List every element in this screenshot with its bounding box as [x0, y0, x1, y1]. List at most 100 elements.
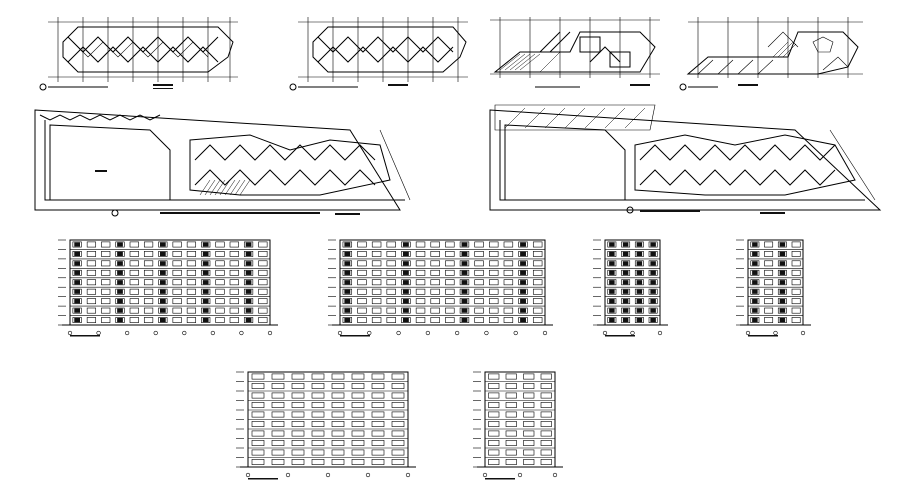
window	[72, 307, 82, 314]
window-shade	[650, 308, 656, 313]
window	[489, 241, 499, 248]
window	[391, 383, 405, 389]
window-shade	[520, 270, 526, 275]
zigzag-rooms	[67, 36, 219, 63]
grid-bubble	[367, 330, 372, 336]
window	[648, 269, 658, 276]
window-shade	[752, 289, 758, 294]
window	[474, 251, 484, 257]
window-shade	[752, 242, 758, 247]
window-shade	[752, 261, 758, 266]
window	[201, 317, 211, 323]
window	[331, 373, 345, 380]
window-shade	[609, 270, 615, 275]
window-shade	[622, 270, 629, 275]
north-arrow	[111, 209, 119, 217]
window	[351, 383, 365, 389]
window	[791, 298, 801, 305]
window-shade	[636, 251, 643, 257]
window	[430, 269, 440, 276]
window	[634, 298, 644, 305]
window	[129, 317, 139, 323]
window	[386, 288, 396, 295]
window-shade	[117, 242, 123, 247]
window	[386, 269, 396, 276]
window-shade	[160, 270, 166, 275]
window	[488, 421, 500, 427]
window	[86, 288, 97, 295]
window	[201, 307, 211, 314]
window-shade	[245, 317, 252, 323]
window	[115, 251, 125, 257]
window	[311, 430, 325, 437]
window-shade	[520, 289, 526, 294]
window	[351, 421, 365, 427]
window	[331, 421, 345, 427]
window-shade	[402, 242, 409, 247]
window	[391, 440, 405, 446]
floor-plan-3-drawing	[490, 17, 660, 88]
window-shade	[609, 242, 615, 247]
window	[532, 251, 543, 257]
window	[143, 298, 154, 305]
window-shade	[650, 270, 656, 275]
window	[488, 459, 500, 465]
elevation-side-2	[736, 230, 818, 340]
window	[129, 251, 139, 257]
window	[503, 288, 514, 295]
window	[143, 307, 154, 314]
window	[143, 269, 154, 276]
scale-bar	[630, 84, 650, 86]
window	[371, 411, 385, 418]
window	[258, 298, 268, 305]
window	[777, 260, 787, 267]
window	[503, 279, 514, 286]
window-shade	[245, 308, 252, 313]
north-arrow	[626, 206, 634, 214]
building-footprint	[634, 134, 856, 196]
window-shade	[117, 261, 123, 266]
section-long-drawing	[236, 371, 416, 480]
window-shade	[636, 270, 643, 275]
window	[331, 449, 345, 456]
window-shade	[344, 242, 351, 247]
window	[777, 307, 787, 314]
window	[72, 279, 82, 286]
window	[215, 269, 225, 276]
window	[634, 241, 644, 248]
window	[607, 251, 617, 257]
window-shade	[520, 261, 526, 266]
window-shade	[520, 317, 526, 323]
window	[764, 279, 774, 286]
window	[357, 317, 367, 323]
facade-outline	[339, 239, 546, 326]
window	[518, 251, 528, 257]
window	[750, 307, 760, 314]
section-long	[228, 362, 428, 482]
window	[750, 279, 760, 286]
window	[474, 241, 484, 248]
window-shade	[117, 280, 123, 285]
window	[215, 307, 225, 314]
window	[523, 392, 535, 399]
window	[415, 269, 426, 276]
window-shade	[520, 280, 526, 285]
window	[634, 260, 644, 267]
window	[243, 288, 254, 295]
window	[634, 251, 644, 257]
window	[401, 260, 411, 267]
window	[503, 251, 514, 257]
window	[342, 317, 353, 323]
window	[607, 260, 617, 267]
window-shade	[609, 299, 615, 304]
window	[791, 260, 801, 267]
window	[750, 288, 760, 295]
window-shade	[622, 289, 629, 294]
window	[764, 307, 774, 314]
window	[357, 279, 367, 286]
window	[258, 251, 268, 257]
window	[750, 317, 760, 323]
window	[505, 411, 517, 418]
grid-bubble	[325, 472, 331, 478]
window	[229, 298, 239, 305]
